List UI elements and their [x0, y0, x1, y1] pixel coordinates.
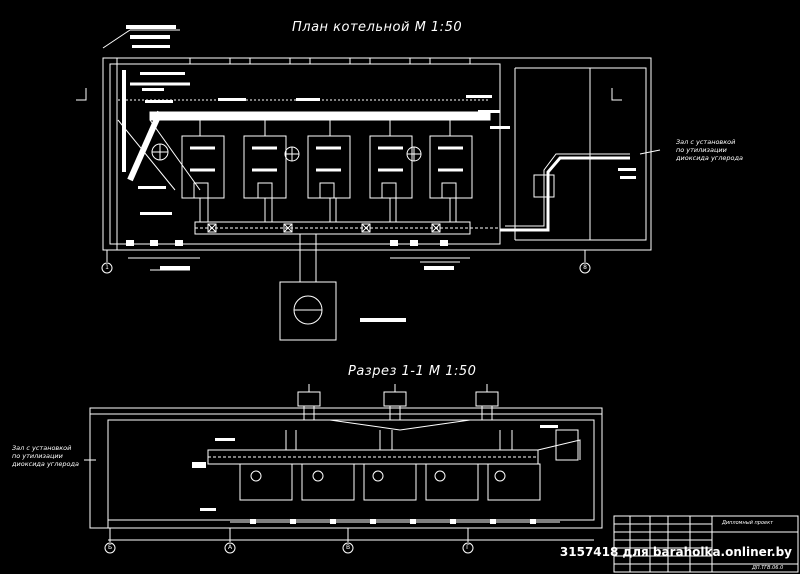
- section-boilers: [239, 463, 541, 501]
- section-room-note-line2: по утилизации: [12, 452, 63, 460]
- section-room-note: Зал с установкой по утилизации диоксида …: [12, 444, 79, 468]
- plan-room-note: Зал с установкой по утилизации диоксида …: [676, 138, 743, 162]
- plan-inner-wall: [109, 63, 501, 245]
- plan-axis-left: 1: [105, 264, 109, 271]
- plan-room-note-line2: по утилизации: [676, 146, 727, 154]
- plan-room-note-line1: Зал с установкой: [676, 138, 736, 146]
- plan-windows: [189, 57, 471, 65]
- plan-leader-labels: [126, 25, 636, 322]
- stamp-code: ДП.ТГВ.06.0: [752, 565, 784, 571]
- section-inner: [107, 419, 595, 521]
- section-axis-2: А: [227, 544, 233, 551]
- plan-title: План котельной М 1:50: [292, 20, 463, 35]
- watermark: 3157418 для baraholka.onliner.by: [559, 545, 792, 559]
- stamp-title: Дипломный проект: [722, 520, 774, 526]
- plan-boilers: [181, 135, 473, 199]
- plan-room-note-line3: диоксида углерода: [676, 154, 743, 162]
- section-axis-1: Б: [107, 544, 113, 551]
- section-roof-fans: [297, 384, 499, 421]
- section-title: Разрез 1-1 М 1:50: [348, 364, 477, 379]
- plan-axis-right: 8: [583, 264, 587, 271]
- section-room-note-line1: Зал с установкой: [12, 444, 72, 452]
- plan-chimney: [279, 281, 337, 341]
- title-block: [613, 515, 799, 573]
- section-room-note-line3: диоксида углерода: [12, 460, 79, 468]
- section-axis-4: Г: [466, 544, 470, 551]
- section-outer: [89, 407, 603, 529]
- plan-header-pipe: [149, 111, 491, 121]
- section-axis-3: В: [345, 544, 351, 551]
